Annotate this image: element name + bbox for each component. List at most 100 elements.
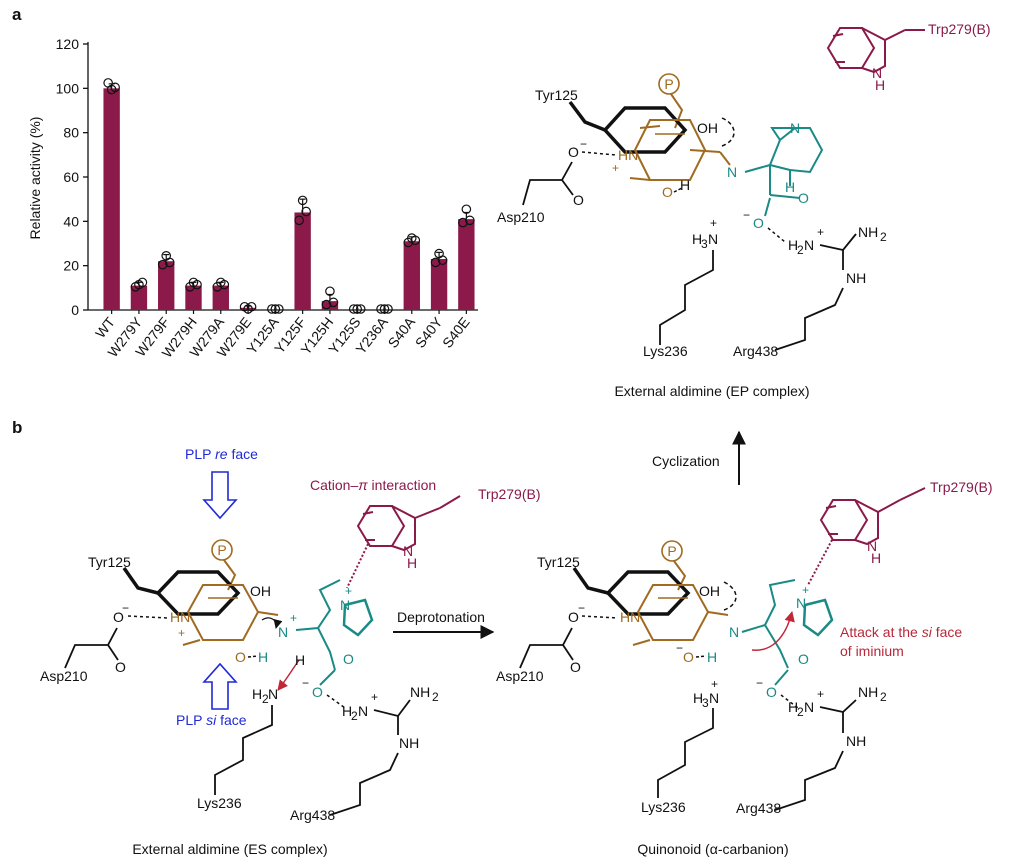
data-point <box>352 304 363 314</box>
data-point <box>297 195 308 206</box>
qn-plp: P OH Tyr125 <box>537 540 737 641</box>
bar-Y125F <box>294 212 311 310</box>
data-point <box>461 204 472 215</box>
ep-phosphate: P <box>664 76 673 92</box>
qn-attack-arrow <box>751 610 795 651</box>
qn-arg-charge: + <box>817 687 824 701</box>
ep-plp: P OH Tyr125 <box>535 73 735 181</box>
ep-trp-label: Trp279(B) <box>928 21 991 37</box>
data-point <box>294 215 304 226</box>
ep-arg-h: H <box>788 237 798 253</box>
ep-asp-o1: O <box>568 144 579 160</box>
qn-lys-sub3: 3 <box>702 696 709 710</box>
qn-arg-h: H <box>788 699 798 715</box>
es-carboxylate-charge: − <box>302 676 309 690</box>
es-arg-sub2b: 2 <box>432 690 439 704</box>
qn-h: H <box>707 649 717 665</box>
es-arg-charge: + <box>371 690 378 704</box>
es-alpha-h: H <box>295 652 305 668</box>
es-trp-nh-h: H <box>407 555 417 571</box>
qn-arg-n1: N <box>804 699 814 715</box>
data-point <box>376 304 386 314</box>
qn-phenolate-o: O <box>683 649 694 665</box>
ep-trp-indole <box>826 27 925 74</box>
y-tick-label: 120 <box>56 36 80 52</box>
ep-bridgehead-n: N <box>790 120 800 136</box>
ep-carboxylate-o1: O <box>798 190 809 206</box>
qn-ring-charge: + <box>802 583 809 597</box>
ep-asp-label: Asp210 <box>497 209 545 225</box>
re-face-arrow <box>202 471 238 520</box>
data-point <box>246 301 257 312</box>
bar-S40Y <box>430 259 448 310</box>
data-point <box>355 304 366 314</box>
data-point <box>267 304 277 314</box>
es-asp-charge: − <box>122 601 129 615</box>
y-tick-label: 40 <box>63 213 79 229</box>
attack-label-2: of iminium <box>840 643 904 659</box>
es-complex-structure: PLP re face Cation–π interaction Trp279(… <box>40 446 541 857</box>
ep-lys-label: Lys236 <box>643 343 688 359</box>
es-h: H <box>258 649 268 665</box>
es-lys-h: H <box>252 686 262 702</box>
ep-trp-n: N <box>872 65 882 81</box>
qn-imine-n: N <box>729 624 739 640</box>
x-tick-label-S40Y: S40Y <box>412 313 446 350</box>
ep-complex-structure: Trp279(B) H N P OH Tyr125 HN + O H N <box>497 21 991 399</box>
es-carboxylate-o2: O <box>312 684 323 700</box>
es-trp-label: Trp279(B) <box>478 486 541 502</box>
data-point <box>164 257 175 268</box>
data-point <box>458 217 468 228</box>
data-point <box>137 277 148 288</box>
ep-lys-h: H <box>692 231 702 247</box>
data-point <box>328 297 339 308</box>
ep-pyridine-charge: + <box>612 161 619 175</box>
data-point <box>321 299 332 310</box>
qn-asp-charge: − <box>578 601 585 615</box>
es-arg-nh: NH <box>410 684 430 700</box>
es-tyr-oh: OH <box>250 583 271 599</box>
bar-W279H <box>185 285 202 310</box>
es-asp-o2: O <box>115 659 126 675</box>
qn-asp-o2: O <box>570 659 581 675</box>
quinonoid-structure: Trp279(B) N H P OH Tyr125 HN O − H N <box>496 479 993 857</box>
data-point <box>348 304 359 314</box>
ep-caption: External aldimine (EP complex) <box>614 383 809 399</box>
qn-asp-label: Asp210 <box>496 668 544 684</box>
qn-carboxylate-o1: O <box>798 651 809 667</box>
re-face-label: PLP re face <box>185 446 258 462</box>
bar-W279A <box>212 285 229 310</box>
ep-phenolate-o: O <box>662 184 673 200</box>
data-point <box>383 304 393 314</box>
data-point <box>219 279 230 290</box>
es-asp-o1: O <box>113 609 124 625</box>
ep-tyr-label: Tyr125 <box>535 87 578 103</box>
qn-tyr-oh: OH <box>699 583 720 599</box>
cation-pi-label: Cation–π interaction <box>310 477 436 493</box>
ep-arg-charge: + <box>817 225 824 239</box>
bar-WT <box>103 88 120 310</box>
deprotonation-label: Deprotonation <box>397 609 485 625</box>
es-cation-pi-contact <box>346 543 369 589</box>
data-point <box>270 304 281 314</box>
ep-asp-o2: O <box>573 192 584 208</box>
data-point <box>157 259 168 270</box>
qn-arg-nh: NH <box>858 684 878 700</box>
qn-lys-label: Lys236 <box>641 799 686 815</box>
qn-lys-charge: + <box>711 677 718 691</box>
ep-imine-n: N <box>727 164 737 180</box>
es-phosphate: P <box>217 542 226 558</box>
ep-tyr-oh: OH <box>697 120 718 136</box>
x-tick-label-S40A: S40A <box>384 313 418 350</box>
es-lys-label: Lys236 <box>197 795 242 811</box>
panel-b-letter: b <box>12 418 22 437</box>
es-arg-h: H <box>342 703 352 719</box>
ep-pyridine-hn: HN <box>618 147 638 163</box>
es-phenolate-o: O <box>235 649 246 665</box>
cyclization-label: Cyclization <box>652 453 720 469</box>
qn-arg-nh-lower: NH <box>846 733 866 749</box>
es-arg-sub2: 2 <box>351 709 358 723</box>
es-tyr-label: Tyr125 <box>88 554 131 570</box>
